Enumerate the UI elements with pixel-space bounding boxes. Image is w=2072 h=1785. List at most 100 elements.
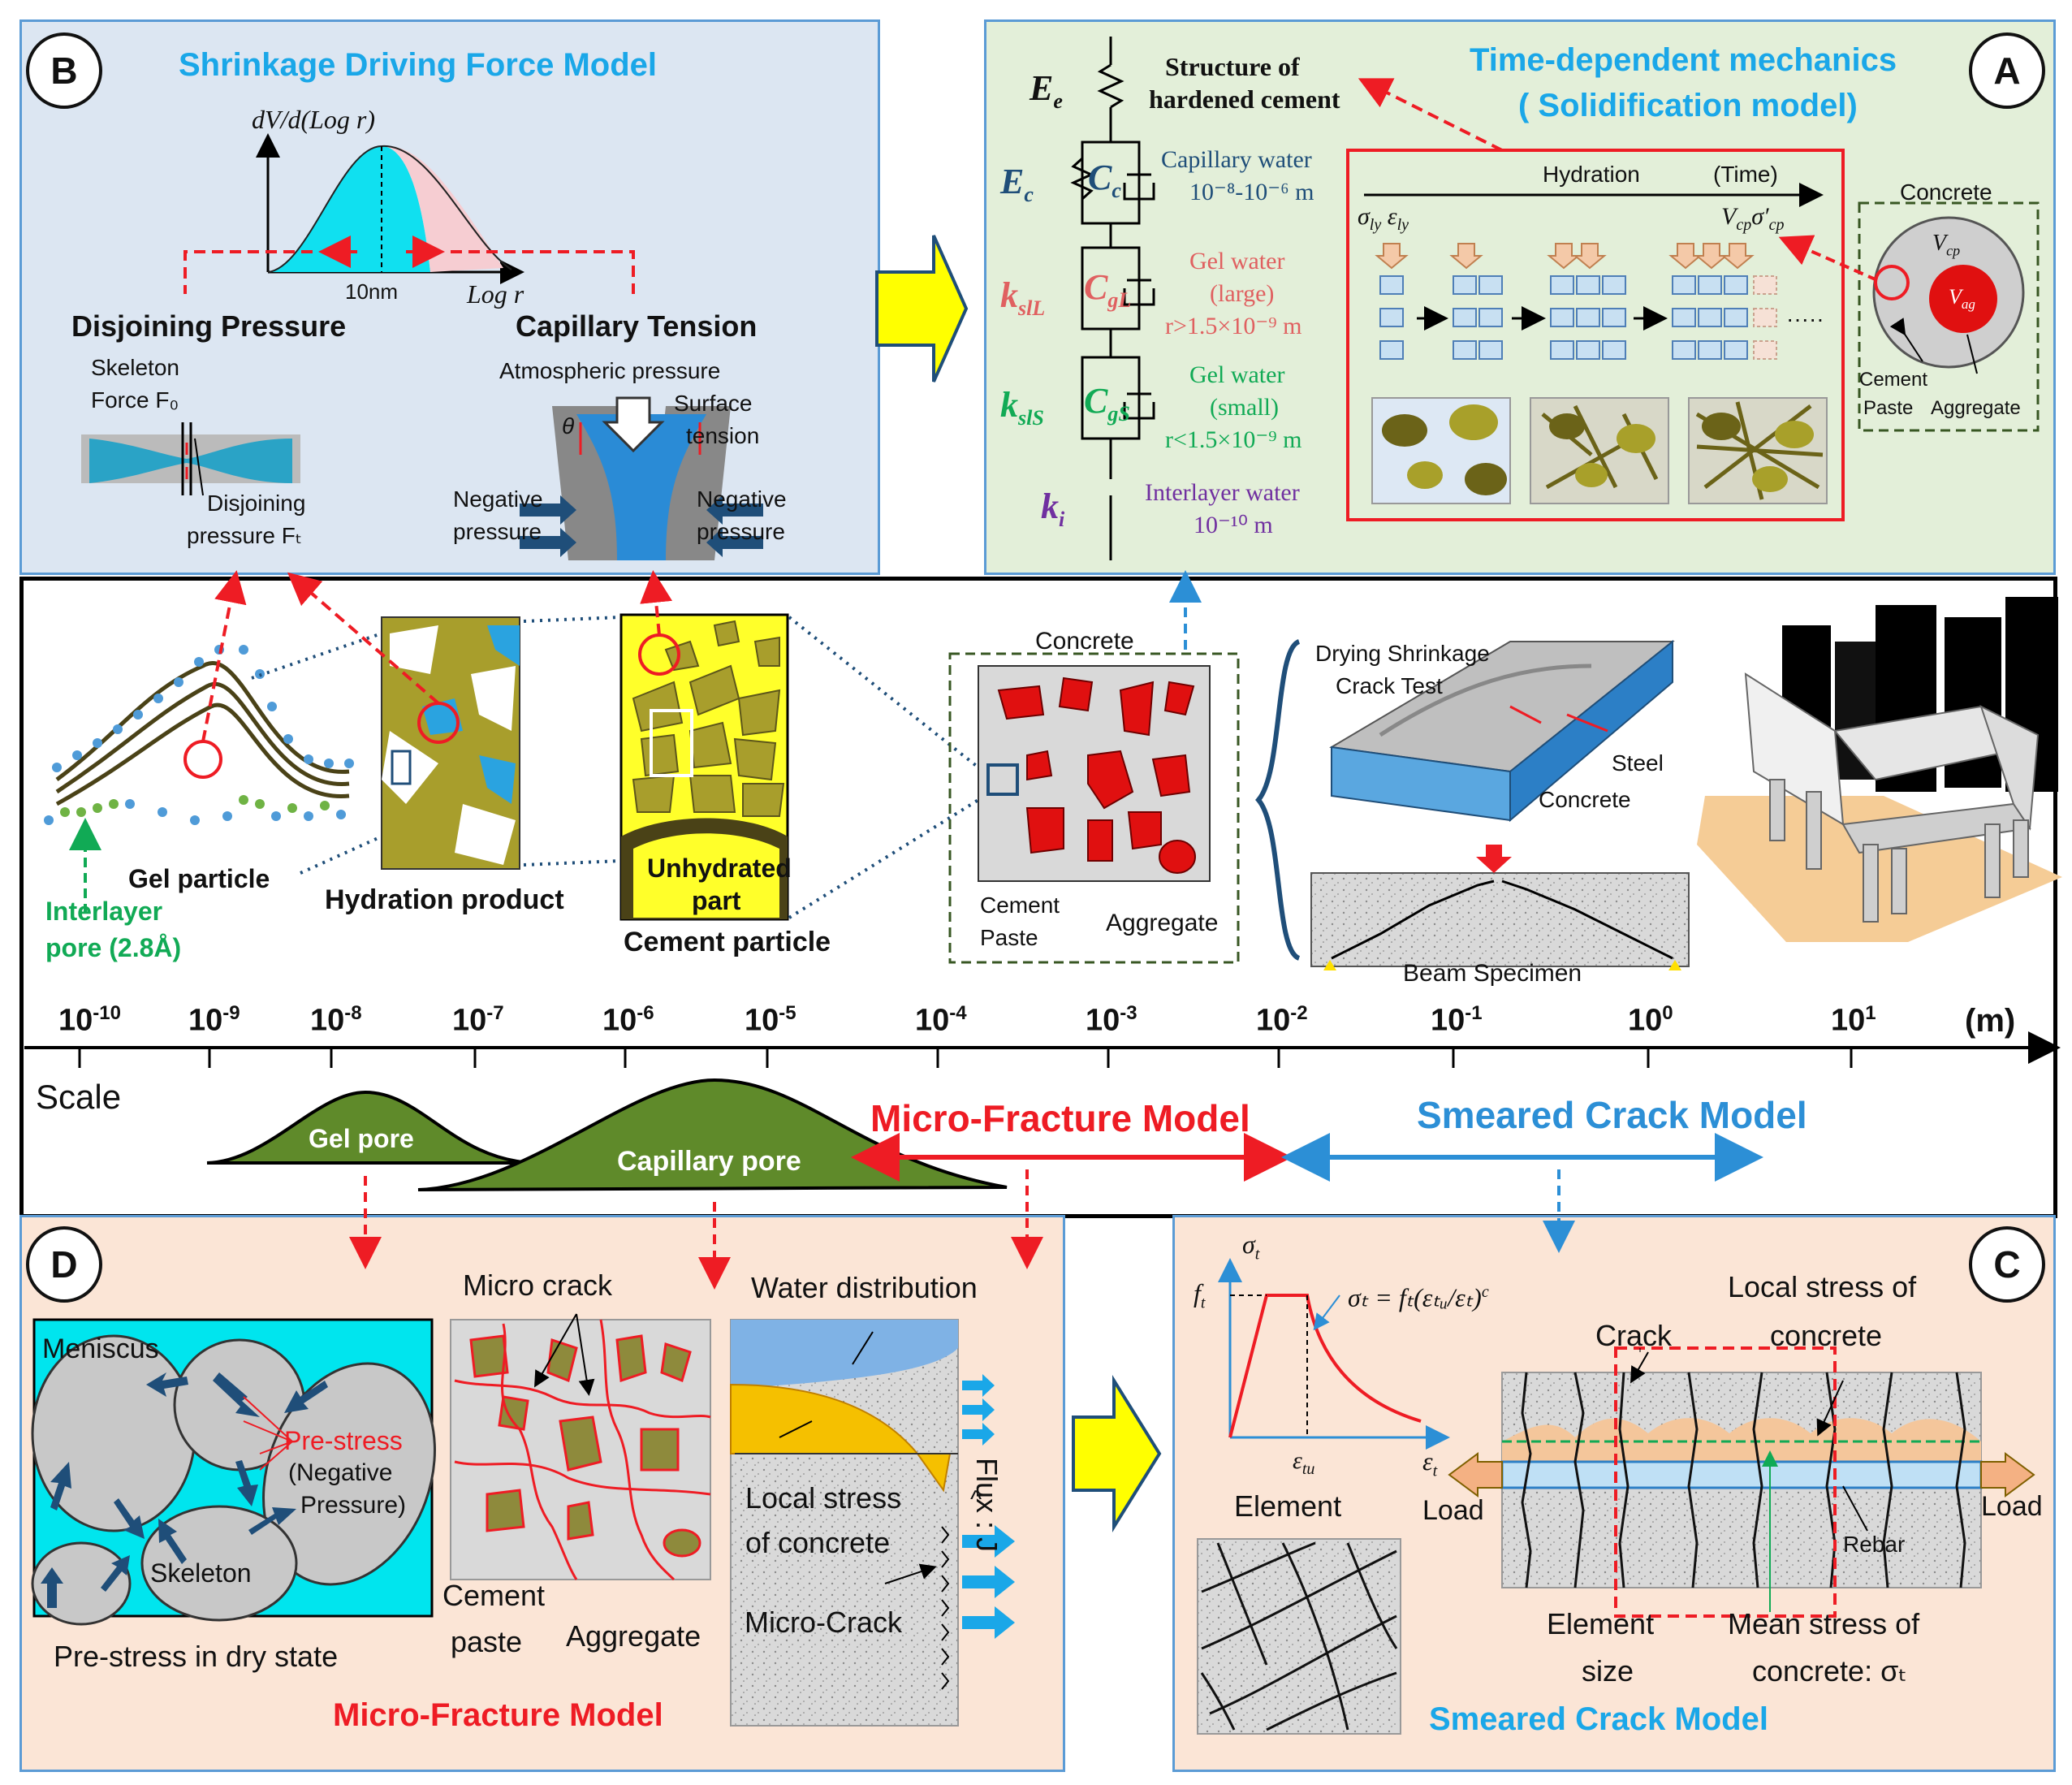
- rebar-label: Rebar: [1843, 1532, 1906, 1557]
- scale-tick-3: 10-8: [310, 1002, 362, 1038]
- unhydrated-2: part: [692, 886, 741, 915]
- panel-a-label: A: [1969, 32, 2045, 109]
- sigma-t-axis: σt: [1242, 1230, 1260, 1264]
- disjoining-title: Disjoining Pressure: [71, 309, 347, 343]
- surface-tension-1: Surface: [674, 391, 753, 416]
- water-distribution-label: Water distribution: [751, 1271, 978, 1304]
- yellow-arrow-b-to-a: [875, 235, 969, 382]
- eps-tu-label: εtu: [1293, 1447, 1315, 1478]
- prestress-dry-label: Pre-stress in dry state: [54, 1640, 339, 1673]
- scale-tick-1: 10-10: [58, 1002, 121, 1038]
- atmospheric-label: Atmospheric pressure: [499, 358, 721, 383]
- ksll-label: kslL: [1000, 275, 1046, 320]
- surface-tension-2: tension: [686, 423, 760, 448]
- scale-tick-9: 10-2: [1256, 1002, 1308, 1038]
- ft-label: ft: [1194, 1278, 1206, 1312]
- mean-stress-2: concrete: σₜ: [1752, 1654, 1907, 1688]
- ellipsis-label: ·····: [1786, 306, 1824, 331]
- cgl-label: CgL: [1084, 267, 1132, 312]
- smeared-crack-scale-label: Smeared Crack Model: [1417, 1094, 1807, 1136]
- cement-paste-a-2: Paste: [1863, 397, 1914, 419]
- cement-paste-a-1: Cement: [1859, 369, 1928, 391]
- capillary-water-range: 10⁻⁸-10⁻⁶ m: [1189, 179, 1314, 205]
- scale-tick-7: 10-4: [915, 1002, 967, 1038]
- scale-tick-5: 10-6: [602, 1002, 654, 1038]
- prestress-label: Pre-stress: [284, 1426, 403, 1455]
- structure-label-2: hardened cement: [1149, 84, 1340, 114]
- pore-axis-x: Log r: [467, 279, 524, 309]
- drying-shrinkage-1: Drying Shrinkage: [1315, 641, 1490, 666]
- element-size-1: Element: [1547, 1607, 1655, 1640]
- panel-a-title-2: ( Solidification model): [1518, 88, 1858, 123]
- element-size-2: size: [1582, 1654, 1634, 1688]
- panel-d-label: D: [26, 1226, 102, 1303]
- gel-large-2: (large): [1210, 280, 1275, 307]
- negative-pressure-1: (Negative: [288, 1459, 393, 1486]
- scale-tick-6: 10-5: [745, 1002, 796, 1038]
- interlayer-water-1: Interlayer water: [1145, 479, 1300, 506]
- interlayer-pore-1: Interlayer: [45, 897, 163, 926]
- element-label: Element: [1234, 1489, 1342, 1523]
- scale-tick-12: 101: [1831, 1002, 1876, 1038]
- yellow-arrow-d-to-c: [1072, 1375, 1162, 1532]
- ksls-label: kslS: [1000, 385, 1044, 430]
- ki-label: ki: [1041, 486, 1065, 531]
- time-label: (Time): [1713, 162, 1778, 187]
- skeleton-label-2: Force F₀: [91, 387, 179, 413]
- hydration-product-label: Hydration product: [325, 884, 564, 915]
- drying-shrinkage-2: Crack Test: [1336, 673, 1443, 698]
- local-stress-d-1: Local stress: [745, 1481, 902, 1515]
- cgs-label: CgS: [1084, 381, 1130, 426]
- neg-pressure-left-2: pressure: [453, 519, 542, 544]
- load-right-label: Load: [1981, 1491, 2043, 1522]
- sigma-ly-label: σly εly: [1358, 203, 1409, 234]
- micro-fracture-scale-label: Micro-Fracture Model: [870, 1097, 1250, 1139]
- gel-small-1: Gel water: [1189, 361, 1285, 388]
- ec-label: Ec: [1000, 162, 1034, 206]
- local-stress-c-2: concrete: [1770, 1319, 1883, 1352]
- mean-stress-1: Mean stress of: [1728, 1607, 1920, 1640]
- theta-label: θ: [562, 413, 575, 439]
- gel-large-1: Gel water: [1189, 248, 1285, 274]
- cement-paste-mid-2: Paste: [980, 925, 1038, 950]
- scale-tick-8: 10-3: [1086, 1002, 1137, 1038]
- aggregate-d-label: Aggregate: [566, 1619, 701, 1653]
- eps-t-axis: εt: [1422, 1446, 1438, 1480]
- neg-pressure-right-2: pressure: [697, 519, 785, 544]
- neg-pressure-right-1: Negative: [697, 486, 787, 512]
- ee-label: Ee: [1030, 68, 1063, 113]
- capillary-title: Capillary Tension: [516, 309, 758, 343]
- scale-tick-4: 10-7: [452, 1002, 504, 1038]
- meniscus-label: Meniscus: [42, 1333, 159, 1364]
- panel-a-title-1: Time-dependent mechanics: [1470, 42, 1897, 78]
- gel-pore-label: Gel pore: [309, 1124, 414, 1153]
- skeleton-d-label: Skeleton: [150, 1558, 252, 1588]
- capillary-water-label: Capillary water: [1161, 146, 1312, 173]
- capillary-pore-label: Capillary pore: [617, 1146, 801, 1177]
- load-left-label: Load: [1422, 1495, 1484, 1526]
- softening-formula: σₜ = fₜ(εₜᵤ/εₜ)c: [1348, 1282, 1489, 1312]
- panel-c-label: C: [1969, 1226, 2045, 1303]
- disjoining-label-2: pressure Fₜ: [187, 523, 303, 548]
- disjoining-label-1: Disjoining: [207, 491, 306, 516]
- cement-paste-d-1: Cement: [442, 1579, 546, 1612]
- interlayer-pore-2: pore (2.8Å): [45, 933, 182, 962]
- cc-label: Cc: [1088, 158, 1121, 202]
- scale-label: Scale: [36, 1078, 122, 1116]
- panel-d-footer: Micro-Fracture Model: [333, 1697, 663, 1733]
- panel-c-footer: Smeared Crack Model: [1429, 1701, 1768, 1737]
- micro-crack-d2-label: Micro-Crack: [745, 1606, 902, 1639]
- gel-particle-label: Gel particle: [128, 864, 270, 893]
- cement-particle-label: Cement particle: [624, 927, 831, 957]
- neg-pressure-left-1: Negative: [453, 486, 543, 512]
- scale-tick-2: 10-9: [188, 1002, 240, 1038]
- local-stress-c-1: Local stress of: [1728, 1270, 1917, 1303]
- hydration-label: Hydration: [1543, 162, 1640, 187]
- cement-paste-mid-1: Cement: [980, 892, 1060, 918]
- scale-tick-11: 100: [1628, 1002, 1673, 1038]
- panel-b-title: Shrinkage Driving Force Model: [179, 47, 658, 83]
- unhydrated-1: Unhydrated: [647, 854, 792, 883]
- aggregate-a: Aggregate: [1931, 397, 2021, 419]
- concrete-mid-label: Concrete: [1035, 628, 1134, 655]
